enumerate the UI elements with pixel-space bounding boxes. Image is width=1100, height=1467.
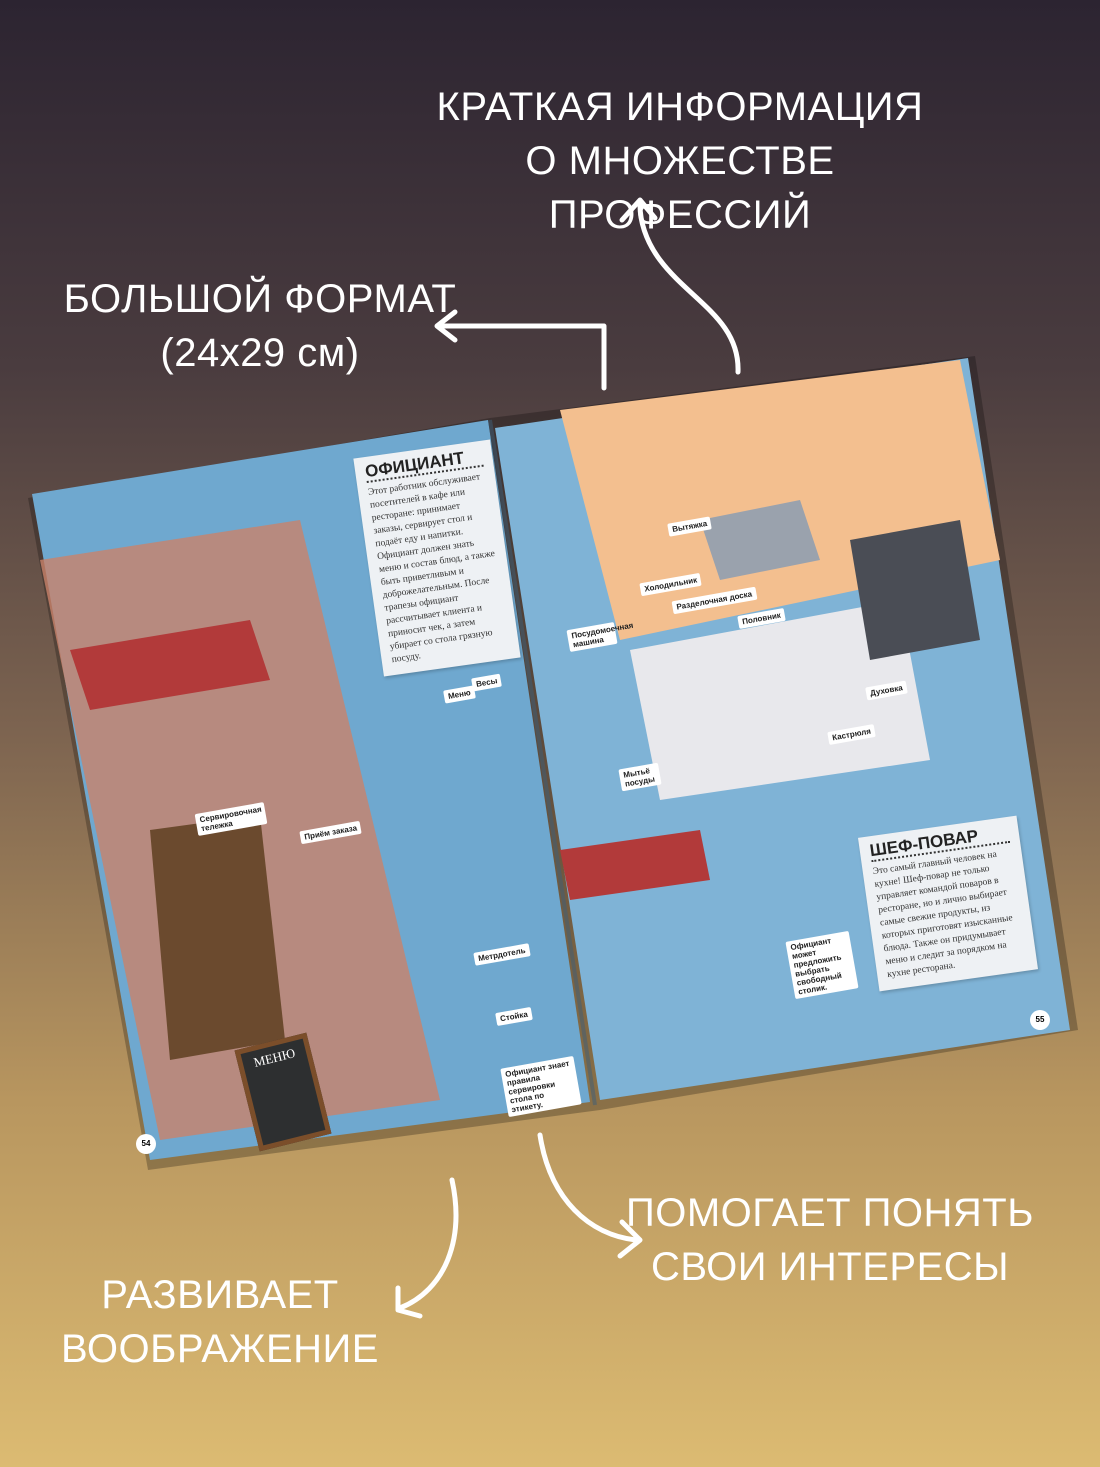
arrow-left-head [434, 309, 458, 343]
door-left [150, 815, 285, 1060]
caption-line: О МНОЖЕСТВЕ ПРОФЕССИЙ [525, 139, 835, 237]
arrow-top [637, 202, 741, 375]
table-right [560, 830, 710, 900]
info-box-text: Это самый главный человек на кухне! Шеф-… [872, 849, 1014, 981]
caption-line: СВОИ ИНТЕРЕСЫ [650, 1245, 1010, 1289]
arrow-bottom-left [397, 1177, 459, 1311]
page-number-left: 54 [136, 1134, 156, 1154]
caption-line: (24x29 см) [160, 331, 360, 375]
kitchen-counter [630, 600, 930, 800]
arrow-bottom-right [537, 1132, 639, 1243]
arrow-bottom-right-head [617, 1219, 643, 1259]
table-left [70, 620, 270, 710]
caption-left: БОЛЬШОЙ ФОРМАТ (24x29 см) [60, 272, 460, 380]
stove [850, 520, 980, 660]
caption-line: ПОМОГАЕТ ПОНЯТЬ [625, 1191, 1034, 1235]
caption-bottom-left: РАЗВИВАЕТ ВООБРАЖЕНИЕ [40, 1268, 400, 1376]
info-box-text: Этот работник обслуживает посетителей в … [367, 472, 496, 666]
page-number-right: 55 [1030, 1010, 1050, 1030]
arrow-bottom-left-head [395, 1285, 423, 1319]
caption-top: КРАТКАЯ ИНФОРМАЦИЯ О МНОЖЕСТВЕ ПРОФЕССИЙ [400, 80, 960, 242]
label-free-table: Официант может предложить выбрать свобод… [785, 930, 859, 1000]
caption-line: БОЛЬШОЙ ФОРМАТ [63, 277, 457, 321]
caption-line: РАЗВИВАЕТ [101, 1273, 339, 1317]
caption-line: ВООБРАЖЕНИЕ [61, 1327, 379, 1371]
arrow-top-head [619, 197, 658, 223]
caption-line: КРАТКАЯ ИНФОРМАЦИЯ [436, 85, 924, 129]
spine [488, 419, 597, 1106]
caption-bottom-right: ПОМОГАЕТ ПОНЯТЬ СВОИ ИНТЕРЕСЫ [620, 1186, 1040, 1294]
arrow-left [437, 323, 607, 391]
info-box-chef: ШЕФ-ПОВАР Это самый главный человек на к… [857, 815, 1039, 992]
hood [700, 500, 820, 580]
